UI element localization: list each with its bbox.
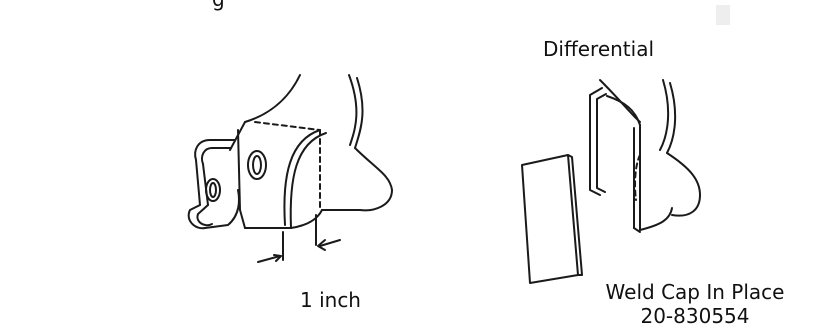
differential-label: Differential — [543, 37, 655, 61]
one-inch-dimension-label: 1 inch — [300, 288, 361, 312]
scan-artifact — [716, 5, 730, 25]
caption-part-number: 20-830554 — [640, 304, 750, 328]
cropped-top-text: g — [212, 0, 225, 11]
left-frame-rail-drawing — [187, 74, 393, 263]
caption-weld-cap-in-place: Weld Cap In Place — [605, 280, 785, 304]
caption-block: Weld Cap In Place 20-830554 — [565, 280, 819, 328]
right-channel-drawing — [521, 79, 701, 284]
